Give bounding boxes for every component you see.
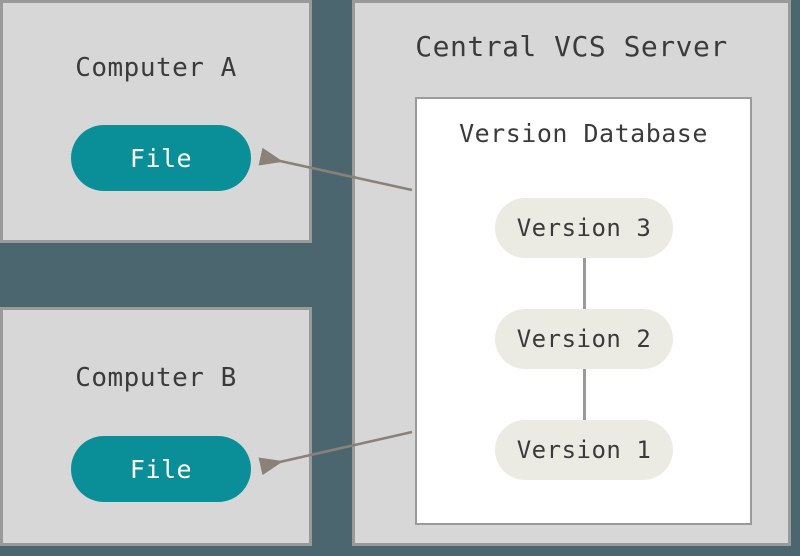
computer-b-file-label: File: [129, 454, 193, 484]
version-3-label: Version 3: [516, 214, 652, 242]
version-2-node[interactable]: Version 2: [495, 309, 673, 369]
computer-b-file-node[interactable]: File: [71, 436, 251, 502]
connector-version3-version2: [583, 258, 586, 309]
computer-a-file-label: File: [129, 143, 193, 173]
version-2-label: Version 2: [516, 325, 652, 353]
central-vcs-server-title: Central VCS Server: [415, 30, 728, 63]
version-1-node[interactable]: Version 1: [495, 420, 673, 480]
computer-a-file-node[interactable]: File: [71, 125, 251, 191]
version-1-label: Version 1: [516, 436, 652, 464]
computer-b-title: Computer B: [75, 363, 237, 393]
computer-a-panel: Computer A File: [0, 0, 312, 243]
computer-a-title: Computer A: [75, 53, 237, 83]
connector-version2-version1: [583, 369, 586, 420]
version-database-box: Version Database Version 3 Version 2 Ver…: [415, 97, 752, 525]
version-3-node[interactable]: Version 3: [495, 198, 673, 258]
computer-b-panel: Computer B File: [0, 307, 312, 546]
central-vcs-server-panel: Central VCS Server Version Database Vers…: [352, 0, 791, 546]
version-database-title: Version Database: [459, 119, 708, 148]
